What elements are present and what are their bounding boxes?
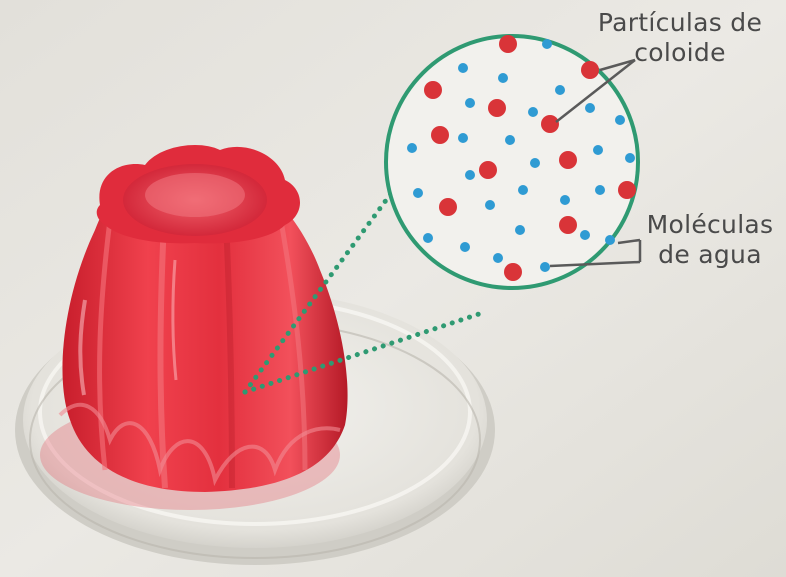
colloid-particle-dot	[618, 181, 636, 199]
water-molecule-dot	[465, 170, 475, 180]
colloid-particle-dot	[541, 115, 559, 133]
colloid-particle-dot	[559, 216, 577, 234]
water-molecule-dot	[413, 188, 423, 198]
water-molecule-dot	[498, 73, 508, 83]
water-molecule-dot	[465, 98, 475, 108]
colloid-label-line-1: Partículas de	[580, 8, 780, 38]
magnified-view	[386, 35, 638, 288]
water-molecule-dot	[528, 107, 538, 117]
colloid-particle-dot	[431, 126, 449, 144]
water-molecule-dot	[593, 145, 603, 155]
colloid-particle-dot	[424, 81, 442, 99]
colloid-particle-dot	[439, 198, 457, 216]
water-molecule-dot	[515, 225, 525, 235]
water-molecule-dot	[460, 242, 470, 252]
water-molecule-dot	[585, 103, 595, 113]
water-molecule-dot	[540, 262, 550, 272]
water-molecule-dot	[458, 63, 468, 73]
water-molecule-dot	[493, 253, 503, 263]
water-label-line-2: de agua	[630, 240, 786, 270]
water-molecule-dot	[555, 85, 565, 95]
water-molecule-dot	[505, 135, 515, 145]
water-molecule-dot	[560, 195, 570, 205]
water-molecule-dot	[595, 185, 605, 195]
water-molecule-dot	[580, 230, 590, 240]
water-molecule-dot	[530, 158, 540, 168]
water-molecule-dot	[485, 200, 495, 210]
water-molecule-dot	[423, 233, 433, 243]
colloid-particle-dot	[559, 151, 577, 169]
water-molecule-dot	[615, 115, 625, 125]
colloid-particle-dot	[504, 263, 522, 281]
water-molecule-dot	[625, 153, 635, 163]
water-molecule-dot	[407, 143, 417, 153]
colloid-particle-dot	[499, 35, 517, 53]
colloid-particle-dot	[479, 161, 497, 179]
water-molecule-dot	[518, 185, 528, 195]
water-molecules-label: Moléculas de agua	[630, 210, 786, 270]
water-molecule-dot	[542, 39, 552, 49]
water-molecule-dot	[458, 133, 468, 143]
colloid-particles-label: Partículas de coloide	[580, 8, 780, 68]
colloid-label-line-2: coloide	[580, 38, 780, 68]
water-molecule-dot	[605, 235, 615, 245]
water-label-line-1: Moléculas	[630, 210, 786, 240]
colloid-particle-dot	[488, 99, 506, 117]
